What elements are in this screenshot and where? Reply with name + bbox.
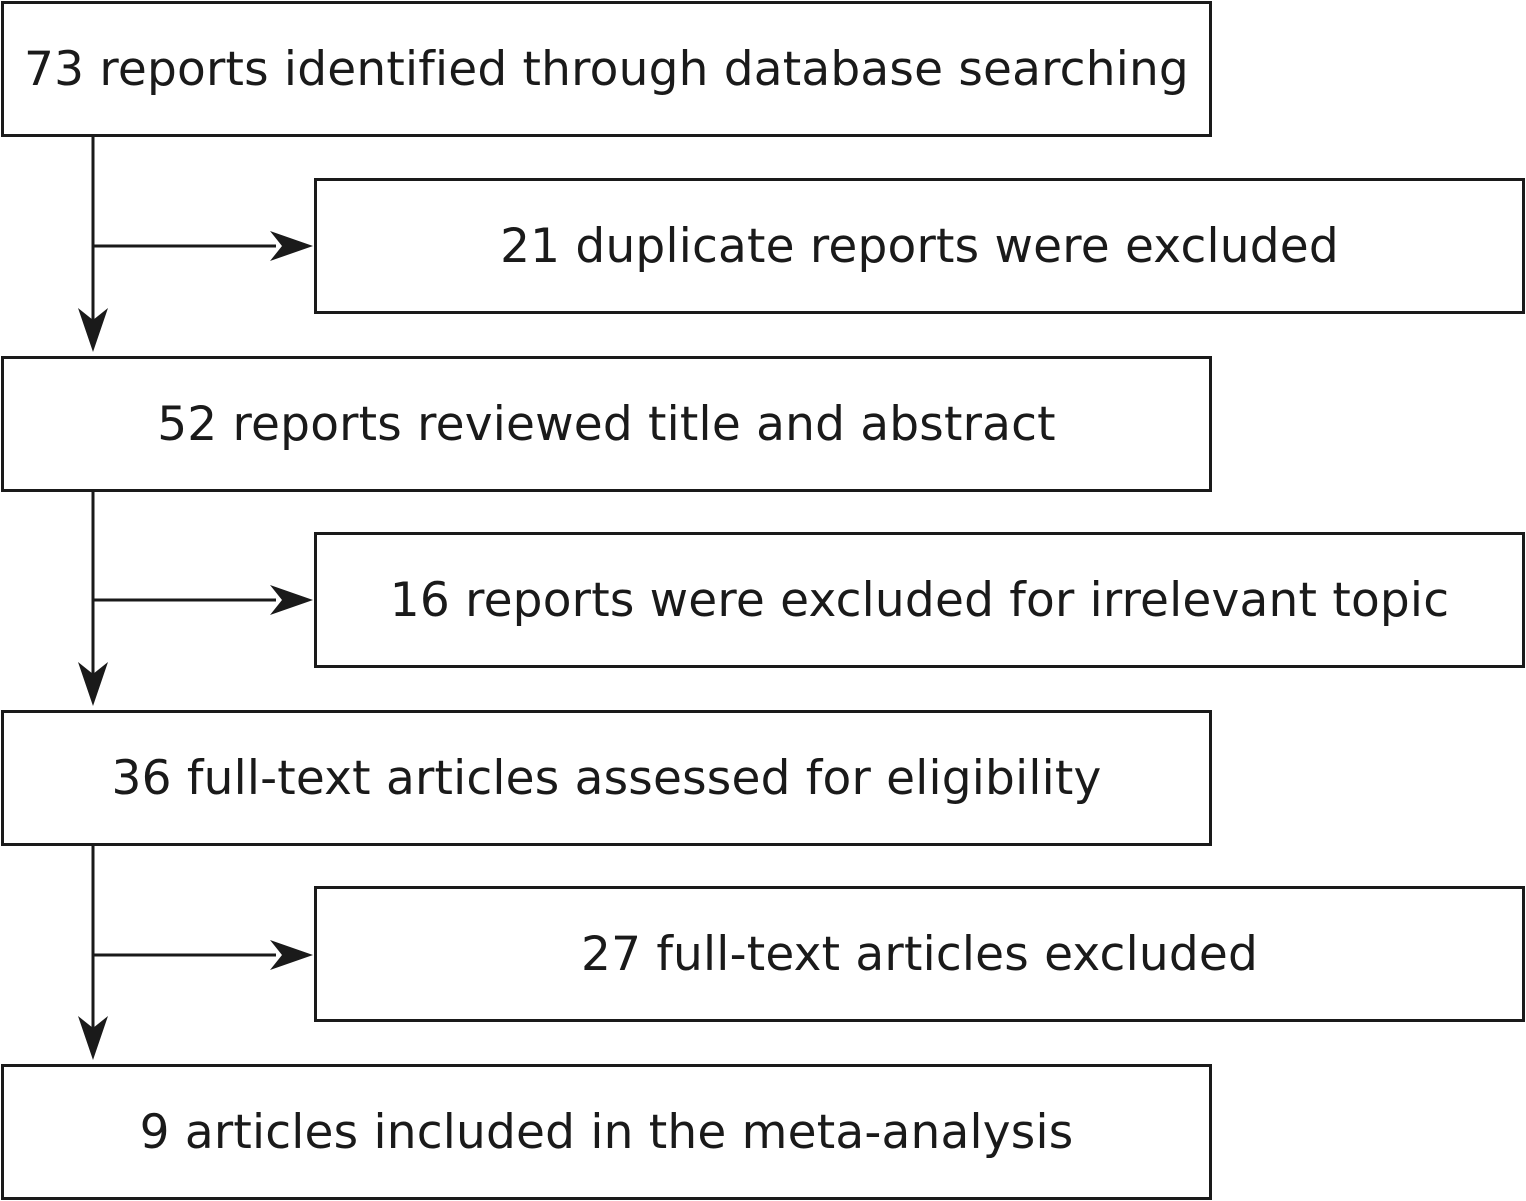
- step-screened-box: 52 reports reviewed title and abstract: [1, 356, 1212, 492]
- arrow-right-1: [270, 231, 313, 261]
- step-eligibility-label: 36 full-text articles assessed for eligi…: [111, 750, 1102, 806]
- arrow-down-2: [78, 662, 108, 706]
- arrow-down-1: [78, 308, 108, 352]
- irrelevant-excluded-box: 16 reports were excluded for irrelevant …: [314, 532, 1525, 668]
- duplicates-excluded-box: 21 duplicate reports were excluded: [314, 178, 1525, 314]
- step-included-box: 9 articles included in the meta-analysis: [1, 1064, 1212, 1200]
- fulltext-excluded-box: 27 full-text articles excluded: [314, 886, 1525, 1022]
- step-screened-label: 52 reports reviewed title and abstract: [157, 396, 1056, 452]
- arrow-right-3: [270, 940, 313, 970]
- fulltext-excluded-label: 27 full-text articles excluded: [580, 926, 1259, 982]
- step-identified-box: 73 reports identified through database s…: [1, 1, 1212, 137]
- irrelevant-excluded-label: 16 reports were excluded for irrelevant …: [389, 572, 1450, 628]
- step-eligibility-box: 36 full-text articles assessed for eligi…: [1, 710, 1212, 846]
- arrow-right-2: [270, 585, 313, 615]
- arrow-down-3: [78, 1016, 108, 1060]
- step-identified-label: 73 reports identified through database s…: [24, 41, 1189, 97]
- step-included-label: 9 articles included in the meta-analysis: [139, 1104, 1074, 1160]
- duplicates-excluded-label: 21 duplicate reports were excluded: [500, 218, 1339, 274]
